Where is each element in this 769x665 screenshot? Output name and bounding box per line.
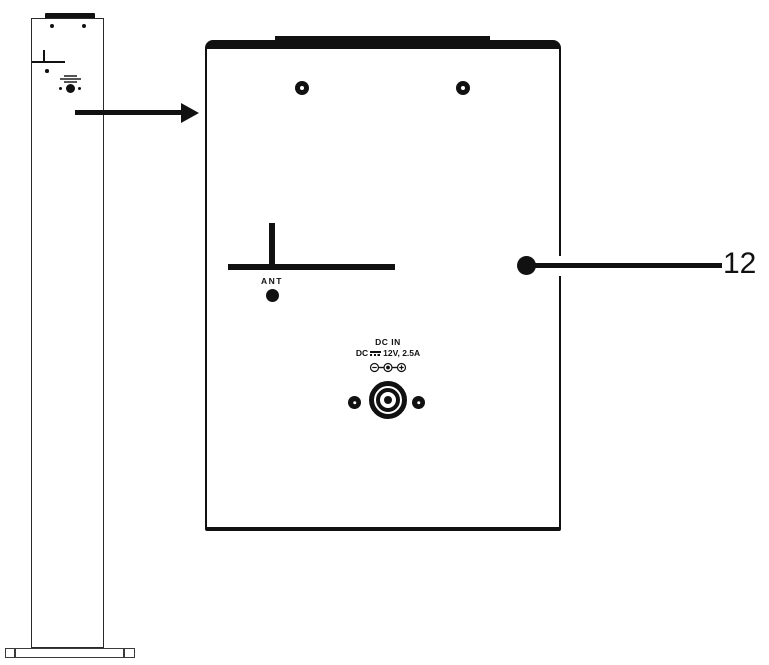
dc-spec-prefix: DC: [355, 347, 369, 358]
mini-antenna-t-symbol-icon: [32, 61, 65, 63]
right-arrow-icon: [75, 110, 181, 115]
tower-base-foot: [14, 648, 16, 658]
antenna-t-symbol-icon: [269, 223, 275, 269]
dc-jack-icon: [369, 381, 407, 419]
tower-screw-hole-icon: [50, 24, 54, 28]
direct-current-symbol-icon: [370, 350, 382, 358]
dc-jack-icon: [376, 388, 400, 412]
tower-body-outline: [31, 18, 104, 648]
callout-point-icon: [517, 256, 536, 275]
keyhole-screw-icon: [456, 81, 470, 95]
panel-top-handle: [275, 36, 490, 42]
screw-center: [352, 400, 357, 405]
tower-top-cap: [45, 13, 95, 19]
tower-screw-hole-icon: [82, 24, 86, 28]
jack-screw-icon: [412, 396, 425, 409]
antenna-jack-icon: [266, 289, 279, 302]
dc-spec-line: DC 12V, 2.5A: [338, 347, 438, 359]
keyhole-screw-icon: [295, 81, 309, 95]
jack-screw-icon: [348, 396, 361, 409]
panel-outline: [205, 40, 561, 531]
tower-base-plate: [5, 648, 135, 658]
screw-center: [300, 86, 304, 90]
mini-dc-print: [60, 78, 81, 80]
tower-base-foot: [123, 648, 125, 658]
mini-jack-screw-icon: [78, 87, 81, 90]
polarity-symbol-icon: [369, 362, 407, 372]
dc-spec-value: 12V, 2.5A: [383, 347, 421, 358]
screw-center: [416, 400, 421, 405]
antenna-t-symbol-icon: [228, 264, 395, 270]
dc-input-labels: DC IN DC 12V, 2.5A: [338, 337, 438, 379]
callout-number: 12: [723, 247, 757, 280]
mini-dc-print: [64, 81, 77, 83]
dc-jack-icon: [384, 396, 392, 404]
right-arrow-icon: [181, 103, 199, 123]
screw-center: [461, 86, 465, 90]
mini-jack-screw-icon: [59, 87, 62, 90]
dc-in-title: DC IN: [375, 337, 401, 347]
mini-antenna-jack-icon: [45, 69, 49, 73]
ant-label: ANT: [261, 276, 283, 286]
mini-antenna-t-symbol-icon: [43, 50, 45, 62]
mini-dc-print: [64, 75, 77, 77]
mini-dc-jack-icon: [66, 84, 75, 93]
callout-leader-line: [527, 263, 722, 268]
